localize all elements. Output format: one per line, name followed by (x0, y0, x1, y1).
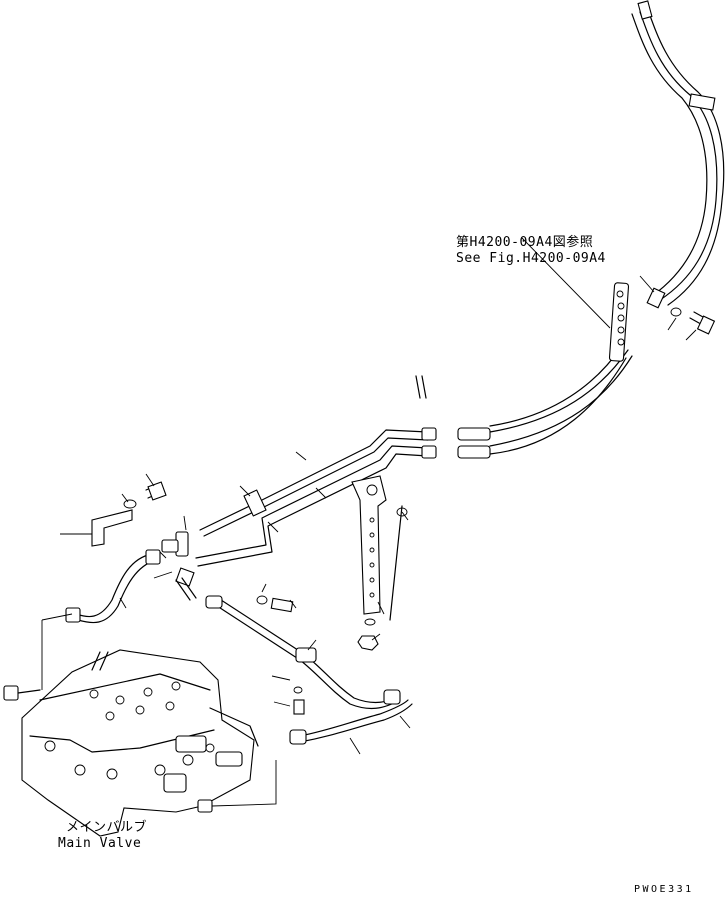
long-hose-pair (457, 345, 633, 459)
left-hose (65, 531, 197, 624)
main-valve-label-jp: メインバルブ (66, 820, 148, 835)
lower-hose (289, 689, 413, 745)
main-valve-label-en: Main Valve (58, 836, 142, 851)
reference-label-en: See Fig.H4200-09A4 (456, 251, 606, 266)
upper-hose-assembly (631, 0, 725, 306)
rigid-pipe-pair (195, 427, 437, 567)
clamp-plate (608, 282, 716, 362)
leader-lines (41, 237, 697, 807)
reference-label-jp: 第H4200-09A4図参照 (456, 235, 594, 250)
drawing-code: PWOE331 (634, 884, 694, 895)
mounting-bracket (351, 375, 427, 651)
middle-hose (205, 595, 401, 715)
small-clamp (91, 481, 167, 547)
main-valve-body (3, 649, 259, 837)
